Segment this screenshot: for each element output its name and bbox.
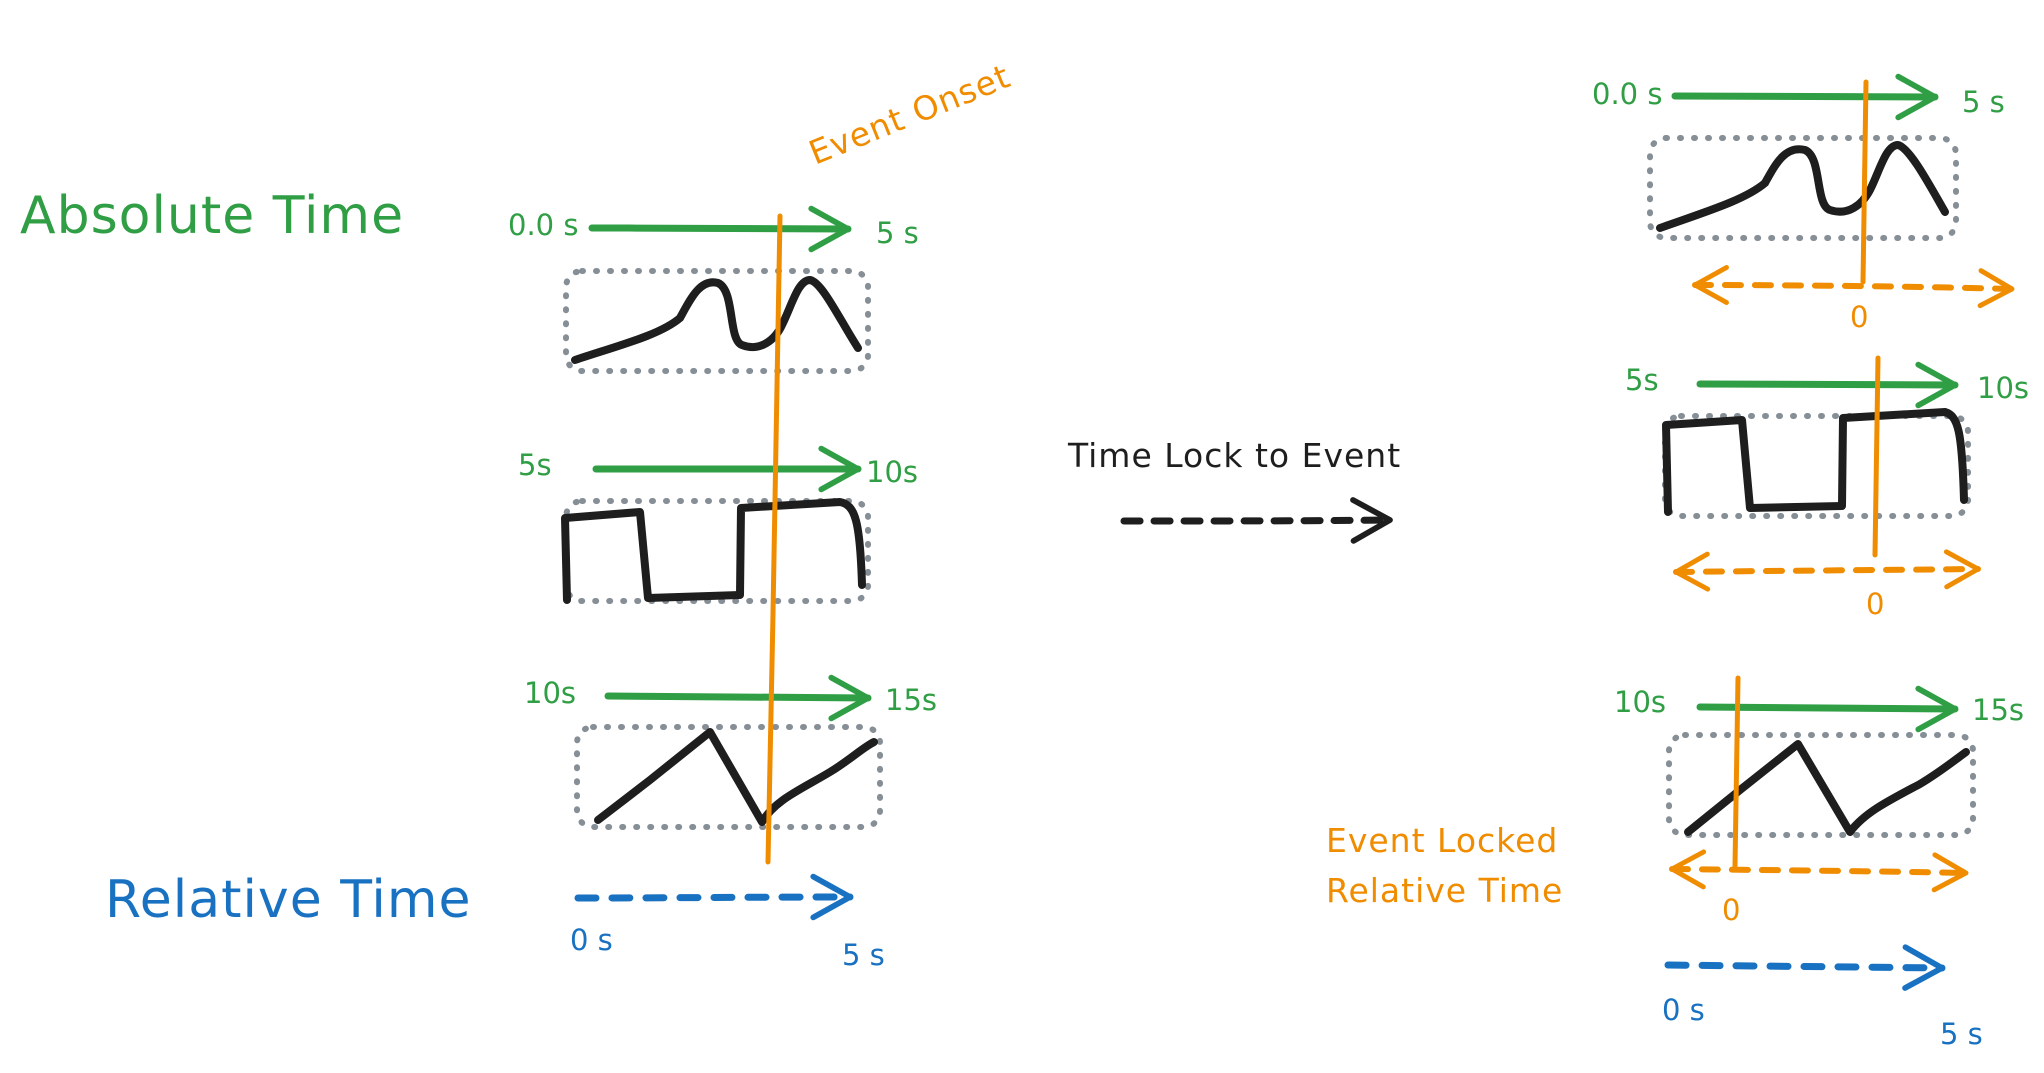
right-panel-2-relative-arrow	[1673, 549, 1981, 592]
right-relative-time: 0 s 5 s	[1662, 944, 1983, 1051]
left-panel-3-time-arrow	[604, 674, 872, 722]
right-panel-2-event-line	[1872, 355, 1881, 558]
right-panel-1-zero-label: 0	[1850, 300, 1868, 334]
right-panel-2-zero-label: 0	[1866, 587, 1884, 621]
right-panel-2: 5s 10s 0	[1625, 355, 2029, 621]
left-panel-3: 10s 15s	[524, 674, 937, 830]
right-panel-2-time-arrow	[1696, 361, 1959, 409]
right-panel-1-end-label: 5 s	[1962, 85, 2005, 119]
right-panel-3-end-label: 15s	[1972, 693, 2024, 727]
left-relative-start-label: 0 s	[570, 923, 613, 957]
left-panel-1-signal	[571, 276, 862, 364]
right-panel-1-start-label: 0.0 s	[1592, 77, 1662, 111]
right-relative-start-label: 0 s	[1662, 993, 1705, 1027]
left-relative-end-label: 5 s	[842, 938, 885, 972]
right-panel-3-signal	[1684, 740, 1970, 836]
right-panel-2-signal	[1662, 408, 1968, 516]
right-panel-1-signal	[1656, 141, 1949, 232]
time-lock-arrow	[1120, 497, 1394, 544]
right-panel-1-window	[1647, 135, 1959, 241]
event-onset-label: Event Onset	[803, 56, 1015, 172]
left-relative-time-arrow	[574, 873, 854, 921]
absolute-time-title: Absolute Time	[20, 186, 404, 246]
left-panel-3-window	[574, 724, 883, 830]
left-event-onset-line	[765, 213, 783, 865]
right-panel-2-end-label: 10s	[1977, 371, 2029, 405]
right-relative-end-label: 5 s	[1940, 1017, 1983, 1051]
left-panel-1-end-label: 5 s	[876, 216, 919, 250]
right-panel-3-time-arrow	[1696, 685, 1959, 733]
right-panel-3: 10s 15s 0	[1614, 675, 2024, 927]
relative-time-title: Relative Time	[105, 870, 472, 930]
left-panel-2: 5s 10s	[518, 445, 918, 604]
event-locked-label-line2: Relative Time	[1326, 871, 1563, 910]
left-panel-1: 0.0 s 5 s	[508, 205, 919, 374]
right-panel-3-start-label: 10s	[1614, 685, 1666, 719]
right-relative-time-arrow	[1664, 944, 1946, 991]
right-panel-1-relative-arrow	[1692, 265, 2015, 309]
left-panel-3-signal	[594, 728, 878, 826]
left-panel-3-start-label: 10s	[524, 676, 576, 710]
right-panel-1: 0.0 s 5 s 0	[1592, 73, 2015, 334]
right-panel-3-relative-arrow	[1669, 849, 1969, 893]
left-panel-1-start-label: 0.0 s	[508, 208, 578, 242]
right-panel-1-time-arrow	[1671, 73, 1939, 121]
left-relative-time: 0 s 5 s	[570, 873, 885, 972]
right-panel-3-event-line	[1732, 675, 1741, 869]
left-panel-2-start-label: 5s	[518, 448, 552, 482]
left-panel-3-end-label: 15s	[885, 683, 937, 717]
left-panel-2-end-label: 10s	[866, 455, 918, 489]
right-panel-2-window	[1662, 413, 1971, 519]
left-panel-2-signal	[561, 498, 866, 604]
left-panel-1-time-arrow	[588, 205, 852, 253]
right-panel-3-zero-label: 0	[1722, 893, 1740, 927]
right-panel-1-event-line	[1860, 79, 1869, 285]
time-lock-label: Time Lock to Event	[1067, 436, 1401, 475]
left-panel-1-window	[563, 268, 871, 374]
right-panel-2-start-label: 5s	[1625, 363, 1659, 397]
event-locked-label-line1: Event Locked	[1326, 821, 1558, 860]
